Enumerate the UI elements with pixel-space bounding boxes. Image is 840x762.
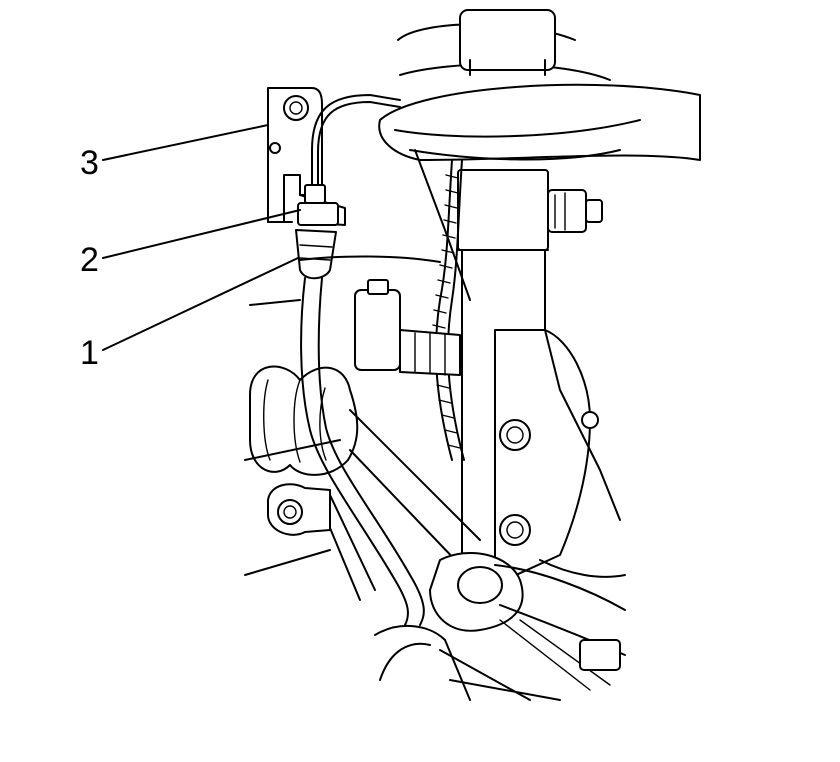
frame-bracket-left [244, 255, 441, 601]
sensor-connector [295, 229, 337, 280]
steering-knuckle [494, 329, 626, 581]
leader-line-1 [102, 257, 299, 351]
leader-line-2 [102, 209, 301, 259]
callout-1: 1 [80, 334, 99, 372]
lower-control-arm [374, 552, 626, 701]
callout-2: 2 [80, 241, 99, 279]
leader-line-3 [102, 124, 269, 161]
callout-3: 3 [80, 144, 99, 182]
callout-leaders [102, 124, 301, 351]
cv-axle [244, 365, 481, 566]
stabilizer-link [354, 279, 461, 376]
strut-upper-mount [378, 9, 701, 161]
sensor-wire-upper [297, 94, 401, 226]
strut-tube [457, 169, 603, 561]
sensor-cable [300, 277, 425, 626]
